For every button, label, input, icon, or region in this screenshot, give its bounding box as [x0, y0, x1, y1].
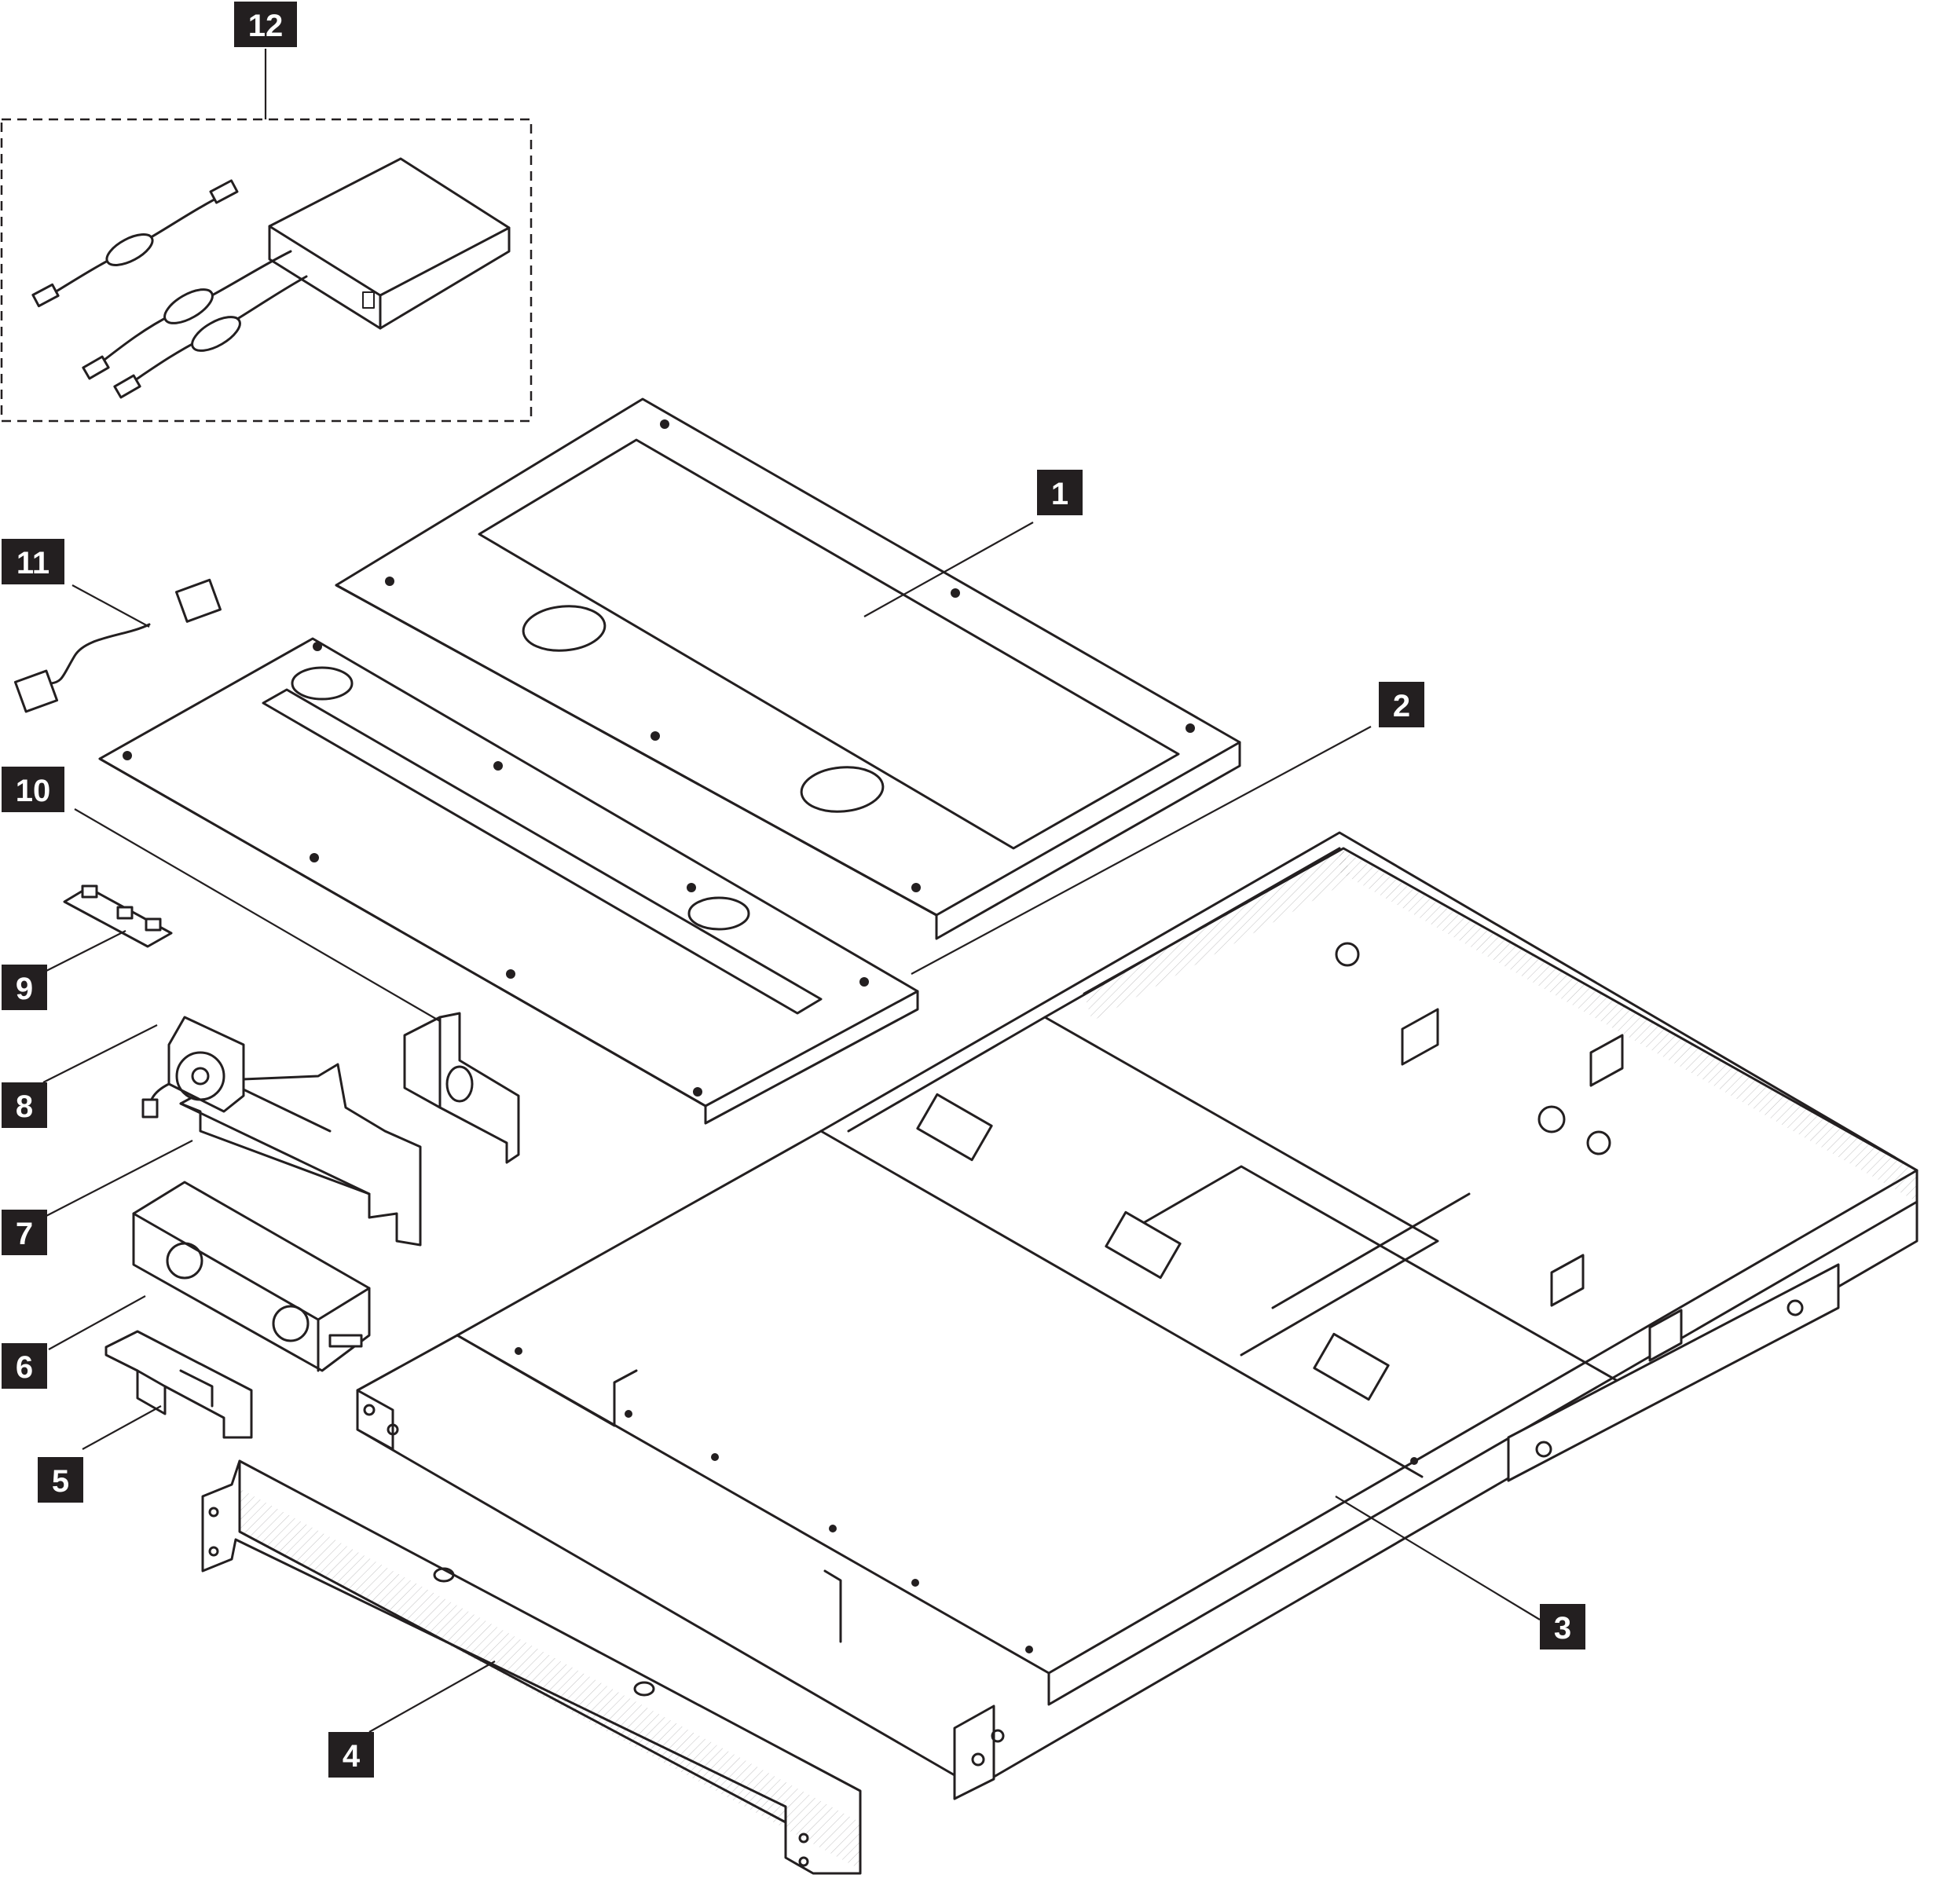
leader-3 — [1335, 1496, 1541, 1620]
callout-9-label: 9 — [16, 972, 33, 1006]
callout-11: 11 — [2, 539, 64, 584]
callout-4-label: 4 — [343, 1739, 361, 1774]
part-2-inner-cover — [98, 637, 919, 1125]
part-8-fan — [141, 1016, 245, 1119]
callout-1-label: 1 — [1051, 477, 1068, 511]
callout-10-label: 10 — [16, 774, 51, 808]
callout-8-label: 8 — [16, 1089, 33, 1124]
part-9-board — [63, 884, 173, 948]
callout-3: 3 — [1540, 1604, 1585, 1650]
part-7-air-duct — [179, 1063, 422, 1247]
part-4-front-bracket — [201, 1459, 862, 1875]
leader-4 — [368, 1661, 496, 1733]
leader-lines — [42, 522, 1541, 1733]
callout-8: 8 — [2, 1082, 47, 1128]
part-11-cable — [13, 578, 222, 713]
callout-7-label: 7 — [16, 1217, 33, 1251]
part-12-power-adapter — [0, 49, 533, 423]
optional-kit-dashed-box — [0, 118, 533, 423]
callout-2: 2 — [1379, 682, 1424, 727]
leader-10 — [74, 808, 441, 1022]
callout-12-label: 12 — [248, 9, 284, 43]
leader-5 — [82, 1405, 162, 1450]
callout-1: 1 — [1037, 470, 1083, 515]
leader-9 — [42, 930, 126, 973]
part-5-bracket — [104, 1330, 253, 1439]
leader-11 — [71, 584, 150, 628]
leader-8 — [42, 1024, 158, 1083]
callout-2-label: 2 — [1393, 689, 1410, 723]
part-10-bracket — [403, 1012, 520, 1164]
callout-10: 10 — [2, 767, 64, 812]
callout-11-label: 11 — [16, 546, 49, 580]
callout-12: 12 — [234, 2, 297, 47]
leader-2 — [911, 726, 1372, 975]
callout-9: 9 — [2, 965, 47, 1010]
callout-3-label: 3 — [1554, 1611, 1571, 1646]
leader-1 — [863, 522, 1034, 617]
part-3-chassis — [356, 831, 1919, 1800]
callout-6: 6 — [2, 1343, 47, 1389]
callout-6-label: 6 — [16, 1350, 33, 1385]
callout-7: 7 — [2, 1210, 47, 1255]
leader-7 — [42, 1140, 193, 1218]
leader-6 — [48, 1295, 146, 1350]
part-1-top-cover — [335, 397, 1241, 940]
callout-5: 5 — [38, 1457, 83, 1503]
callout-4: 4 — [328, 1732, 374, 1778]
callout-5-label: 5 — [52, 1464, 69, 1499]
part-6-fan-cage — [132, 1181, 371, 1372]
